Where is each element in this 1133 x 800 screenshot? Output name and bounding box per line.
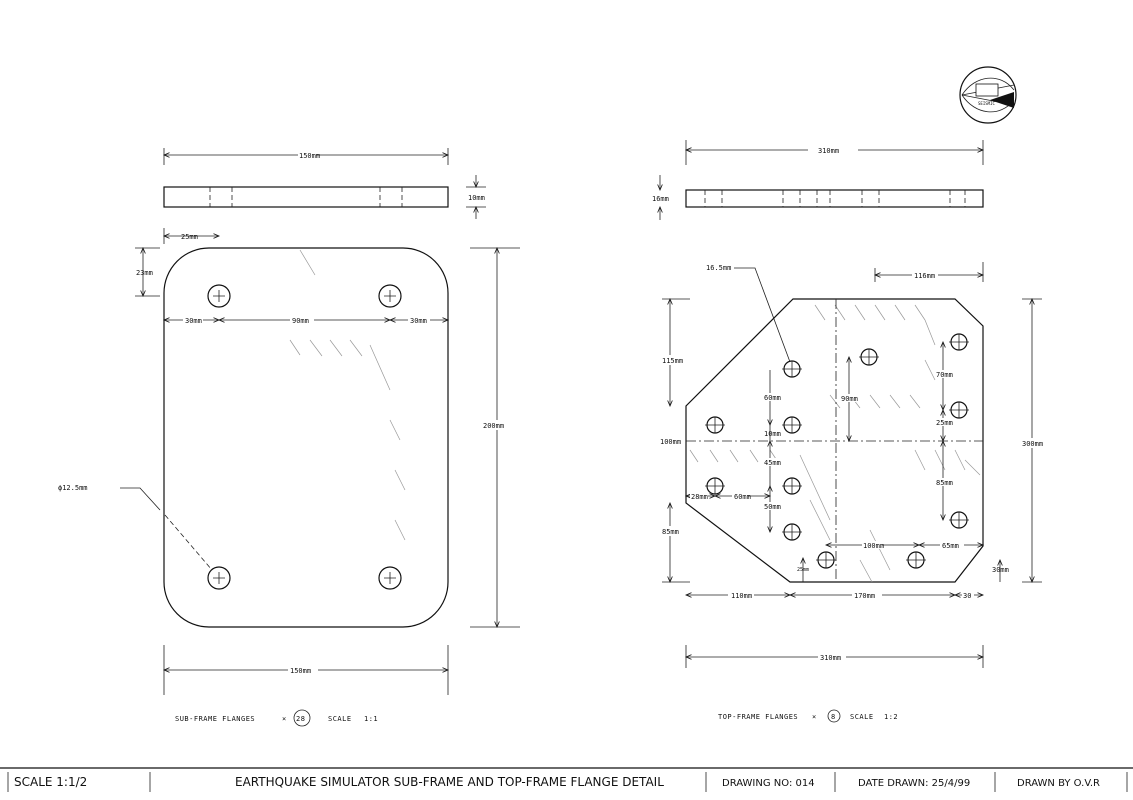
side-view: [163, 186, 449, 208]
dim-width-top: 150mm: [299, 152, 320, 160]
dim-left-upper: 115mm: [662, 357, 683, 365]
svg-text:8: 8: [831, 713, 836, 721]
svg-text:×: ×: [282, 715, 287, 723]
dim-thickness: 10mm: [468, 194, 485, 202]
svg-text:1:2: 1:2: [884, 713, 898, 721]
dim-hole-diameter: ϕ12.5mm: [58, 484, 88, 492]
dim-v90: 90mm: [841, 395, 858, 403]
dim-h28: 28mm: [691, 493, 708, 501]
mounting-holes: [207, 284, 402, 590]
dim-h65: 65mm: [942, 542, 959, 550]
title-block: SCALE 1:1/2 EARTHQUAKE SIMULATOR SUB-FRA…: [0, 767, 1133, 792]
seismic-logo: SEISMIC: [959, 66, 1017, 124]
dim-v70: 70mm: [936, 371, 953, 379]
dim-width-top: 310mm: [818, 147, 839, 155]
hole-crosshair: [816, 552, 836, 568]
dim-v25: 25mm: [936, 419, 953, 427]
dim-width-bottom: 310mm: [820, 654, 841, 662]
drawn-by: DRAWN BY O.V.R: [1017, 778, 1100, 789]
dim-edge-left: 30mm: [185, 317, 202, 325]
svg-text:SCALE: SCALE: [850, 713, 874, 721]
dim-left-mid: 100mm: [660, 438, 681, 446]
drawing-title: EARTHQUAKE SIMULATOR SUB-FRAME AND TOP-F…: [235, 775, 664, 789]
hole-crosshair: [782, 417, 802, 433]
dim-hole-offset-x: 25mm: [181, 233, 198, 241]
dim-thickness: 16mm: [652, 195, 669, 203]
side-view: [685, 189, 984, 208]
hole-crosshair: [906, 552, 926, 568]
dim-width-bottom: 150mm: [290, 667, 311, 675]
dim-hole-offset-y: 23mm: [136, 269, 153, 277]
dim-v50: 50mm: [764, 503, 781, 511]
dim-h60: 60mm: [734, 493, 751, 501]
svg-text:SCALE: SCALE: [328, 715, 352, 723]
dim-hole-diameter: 16.5mm: [706, 264, 731, 272]
hole-crosshair: [782, 361, 802, 377]
hole-crosshair: [949, 402, 969, 418]
svg-text:×: ×: [812, 713, 817, 721]
hole-crosshair: [705, 478, 725, 494]
dim-v30: 30mm: [992, 566, 1009, 574]
dim-bottom-110: 110mm: [731, 592, 752, 600]
hole-crosshair: [859, 349, 879, 365]
dim-v85: 85mm: [936, 479, 953, 487]
mounting-holes: [705, 333, 969, 569]
svg-text:1:1: 1:1: [364, 715, 378, 723]
top-frame-caption: TOP-FRAME FLANGES × 8 SCALE 1:2: [718, 709, 898, 723]
dim-height: 300mm: [1022, 440, 1043, 448]
date-drawn: DATE DRAWN: 25/4/99: [858, 778, 970, 789]
scale-cell: SCALE 1:1/2: [14, 775, 87, 789]
hole-crosshair: [782, 524, 802, 540]
svg-text:TOP-FRAME FLANGES: TOP-FRAME FLANGES: [718, 713, 798, 721]
drawing-number: DRAWING NO: 014: [722, 778, 815, 789]
svg-text:SUB-FRAME FLANGES: SUB-FRAME FLANGES: [175, 715, 255, 723]
dim-v60: 60mm: [764, 394, 781, 402]
sub-frame-plate: [163, 247, 449, 628]
dim-h100: 100mm: [863, 542, 884, 550]
dim-left-lower: 85mm: [662, 528, 679, 536]
dim-v45: 45mm: [764, 459, 781, 467]
svg-text:28: 28: [296, 715, 305, 723]
hole-crosshair: [949, 512, 969, 528]
top-frame-plate: [685, 298, 984, 583]
dim-v25b: 25mm: [797, 567, 809, 573]
dim-hole-spacing: 90mm: [292, 317, 309, 325]
top-frame-drawing: 310mm 16mm 16.5mm 116mm 115mm 100mm 85mm: [652, 140, 1056, 723]
hole-crosshair: [949, 334, 969, 350]
sub-frame-caption: SUB-FRAME FLANGES × 28 SCALE 1:1: [175, 709, 378, 727]
hole-crosshair: [782, 478, 802, 494]
dim-right-top: 116mm: [914, 272, 935, 280]
svg-text:SEISMIC: SEISMIC: [978, 101, 995, 106]
dim-v10: 10mm: [764, 430, 781, 438]
sub-frame-drawing: 150mm 10mm 25mm 23mm 30mm 90mm 30mm: [58, 148, 520, 727]
dim-bottom-30: 30: [963, 592, 971, 600]
hole-crosshair: [705, 417, 725, 433]
dim-bottom-170: 170mm: [854, 592, 875, 600]
dim-height: 200mm: [483, 422, 504, 430]
dim-edge-right: 30mm: [410, 317, 427, 325]
